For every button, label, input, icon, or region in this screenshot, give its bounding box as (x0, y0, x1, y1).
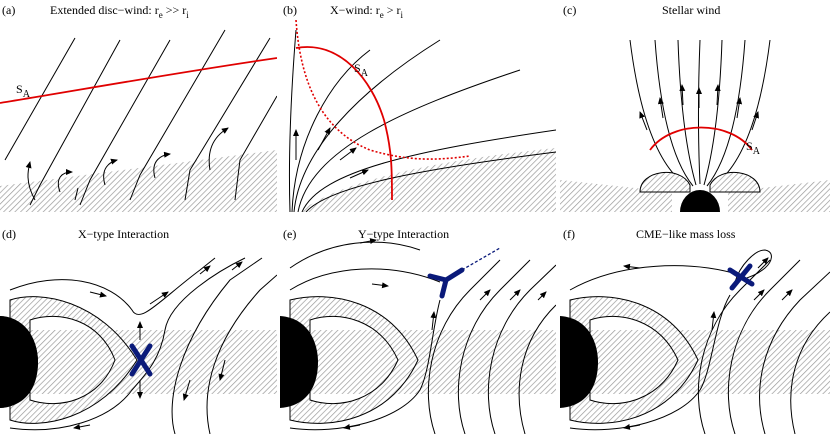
magnetosphere (9, 296, 138, 424)
panel-title: CME−like mass loss (636, 227, 736, 241)
disc (0, 150, 277, 212)
panel-label: (c) (563, 3, 576, 17)
star (280, 316, 318, 408)
alfven-surface-label: SA (746, 139, 761, 157)
disc (728, 180, 830, 212)
field-lines (629, 39, 771, 189)
alfven-surface-label: SA (354, 61, 369, 79)
panel-label: (f) (563, 227, 575, 241)
disc (280, 330, 556, 394)
alfven-surface (649, 126, 753, 151)
panel-f: (f) CME−like mass loss (560, 227, 830, 434)
disc (300, 148, 556, 212)
panel-label: (a) (2, 3, 15, 17)
panel-label: (d) (2, 227, 16, 241)
panel-label: (b) (283, 3, 297, 17)
panel-title: X−type Interaction (78, 227, 169, 241)
field-lines (4, 29, 277, 206)
panel-c: (c) Stellar wind (560, 3, 830, 212)
disc (560, 180, 672, 212)
panel-label: (e) (283, 227, 296, 241)
field-lines (9, 257, 277, 434)
alfven-surface (295, 46, 393, 201)
panel-title: X−wind: re> ri (330, 3, 404, 20)
panel-title: Stellar wind (662, 3, 720, 17)
panel-title: Y−type Interaction (358, 227, 449, 241)
panel-title: Extended disc−wind: re>> ri (50, 3, 189, 20)
alfven-surface-label: SA (16, 82, 31, 100)
field-lines (288, 29, 556, 212)
panel-e: (e) Y−type Interaction (280, 227, 556, 434)
panel-a: (a) Extended disc−wind: re>> ri SA (0, 3, 277, 212)
magnetosphere-loop (709, 171, 761, 193)
magnetosphere (289, 296, 419, 424)
alfven-surface (0, 57, 277, 104)
panel-b: (b) X−wind: re> ri SA (283, 3, 556, 212)
x-point (727, 263, 755, 291)
star (560, 316, 598, 408)
field-lines (289, 238, 556, 434)
y-point (427, 247, 501, 299)
star (0, 316, 38, 408)
field-lines (569, 249, 830, 434)
magnetosphere (569, 296, 699, 424)
star (680, 190, 720, 212)
magnetosphere-loop (639, 171, 691, 193)
panel-d: (d) X−type Interaction (0, 227, 277, 434)
alfven-surface-dotted (295, 19, 471, 160)
x-point (129, 343, 153, 377)
